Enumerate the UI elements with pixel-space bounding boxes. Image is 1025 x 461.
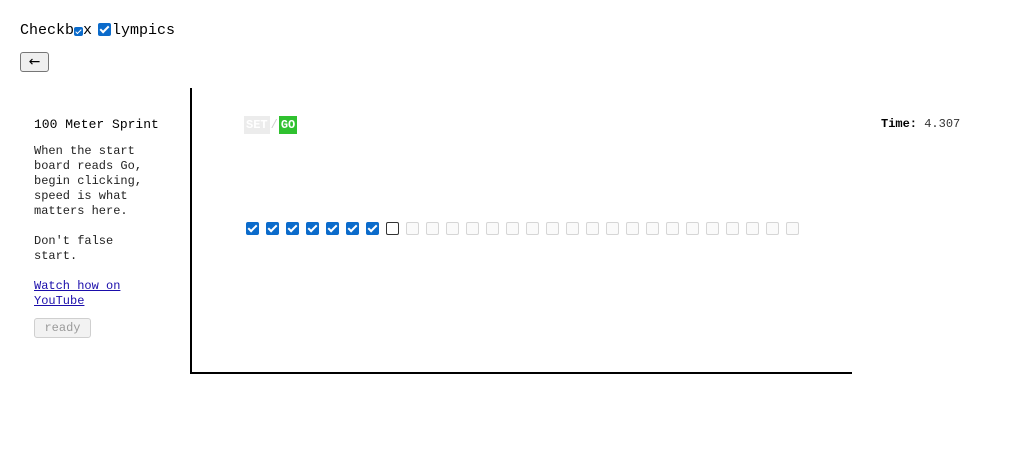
start-board-set: SET: [244, 116, 270, 134]
sprint-checkbox: [686, 222, 699, 235]
sprint-checkbox: [426, 222, 439, 235]
sprint-checkbox: [486, 222, 499, 235]
title-checkbox-o-icon: [98, 23, 112, 36]
sprint-checkbox[interactable]: [386, 222, 399, 235]
sprint-checkbox: [746, 222, 759, 235]
time-readout: Time: 4.307: [881, 117, 960, 131]
left-arrow-icon: ←: [28, 54, 41, 70]
sprint-checkbox: [706, 222, 719, 235]
sprint-checkbox[interactable]: [266, 222, 279, 235]
sprint-checkbox: [766, 222, 779, 235]
sprint-checkbox[interactable]: [306, 222, 319, 235]
sprint-checkbox: [606, 222, 619, 235]
start-board: SET / GO: [244, 116, 298, 134]
sprint-checkbox: [586, 222, 599, 235]
sprint-checkbox: [406, 222, 419, 235]
time-value: 4.307: [924, 117, 961, 131]
title-text-end: lympics: [112, 22, 176, 39]
sprint-checkbox[interactable]: [366, 222, 379, 235]
sprint-checkbox: [786, 222, 799, 235]
title-text-middle: x: [83, 22, 93, 39]
sprint-checkbox: [466, 222, 479, 235]
page-title: Checkb x lympics: [20, 22, 175, 40]
sprint-checkbox-row: [246, 222, 806, 235]
start-board-separator: /: [270, 118, 278, 132]
sprint-checkbox: [726, 222, 739, 235]
sprint-checkbox: [446, 222, 459, 235]
time-label: Time:: [881, 117, 918, 131]
sprint-checkbox: [646, 222, 659, 235]
sprint-checkbox[interactable]: [346, 222, 359, 235]
sprint-checkbox[interactable]: [246, 222, 259, 235]
youtube-link[interactable]: Watch how on YouTube: [34, 279, 121, 308]
event-description: When the start board reads Go, begin cli…: [34, 144, 143, 263]
sprint-checkbox[interactable]: [326, 222, 339, 235]
start-board-go: GO: [278, 116, 298, 134]
sprint-checkbox: [506, 222, 519, 235]
title-checkbox-icon: [74, 27, 84, 36]
sprint-checkbox[interactable]: [286, 222, 299, 235]
sprint-checkbox: [546, 222, 559, 235]
sprint-checkbox: [566, 222, 579, 235]
title-text-start: Checkb: [20, 22, 75, 39]
ready-button[interactable]: ready: [34, 318, 91, 338]
event-title: 100 Meter Sprint: [34, 117, 159, 132]
sprint-checkbox: [666, 222, 679, 235]
back-button[interactable]: ←: [20, 52, 49, 72]
event-sidebar: 100 Meter Sprint When the start board re…: [34, 116, 184, 338]
sprint-checkbox: [526, 222, 539, 235]
race-track: SET / GO: [190, 88, 852, 374]
sprint-checkbox: [626, 222, 639, 235]
